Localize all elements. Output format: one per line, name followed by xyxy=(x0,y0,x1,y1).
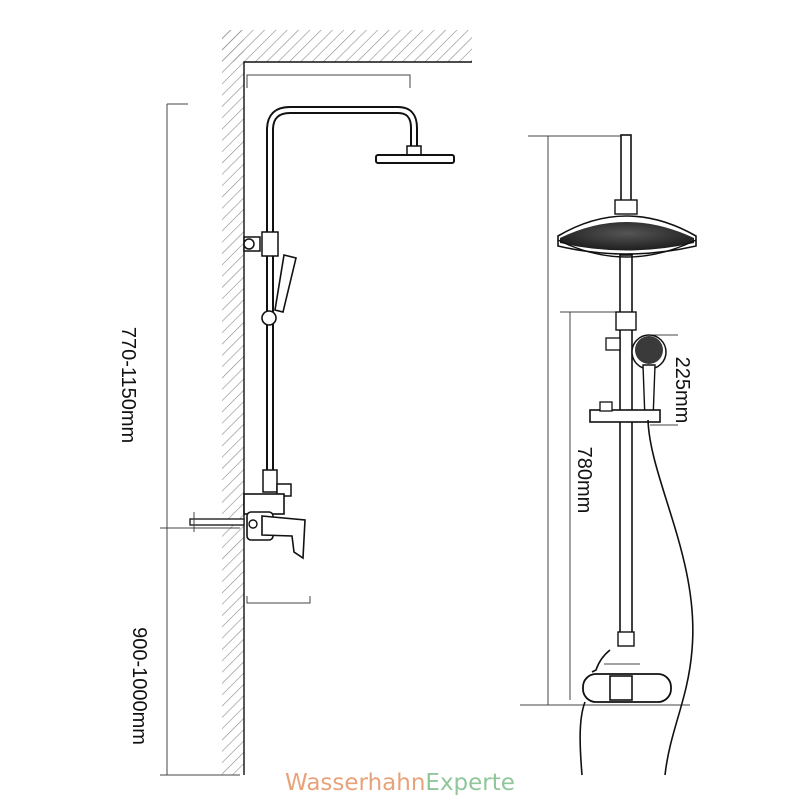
mixer-valve-icon xyxy=(189,469,306,560)
riser-pipe xyxy=(614,134,638,647)
projection-dimension xyxy=(246,74,411,88)
hand-shower-icon xyxy=(605,334,667,421)
hose-icon xyxy=(647,419,694,776)
watermark: WasserhahnExperte xyxy=(285,770,515,796)
mount-height-label: 900-1000mm xyxy=(128,627,150,745)
vertical-dimension-lines xyxy=(160,103,240,776)
shower-arm xyxy=(266,106,418,474)
front-view: 225mm 780mm xyxy=(520,134,697,776)
hand-shower-icon xyxy=(261,254,297,326)
watermark-part2: Experte xyxy=(425,770,515,796)
watermark-part1: Wasserhahn xyxy=(285,770,425,796)
side-view: 770-1150mm 900-1000mm xyxy=(117,30,472,776)
wall-hatch-icon xyxy=(222,30,472,775)
shelf xyxy=(589,401,661,423)
shower-head-icon xyxy=(557,215,697,258)
front-dimension-lines xyxy=(520,135,690,706)
overall-height-label: 770-1150mm xyxy=(117,327,139,443)
mixer-valve-icon xyxy=(579,649,672,776)
wall-bracket xyxy=(243,231,279,257)
bar-length-label: 780mm xyxy=(573,447,595,514)
handshower-height-label: 225mm xyxy=(671,357,693,424)
shower-head-icon xyxy=(375,145,455,164)
bottom-projection-dimension xyxy=(246,596,311,604)
